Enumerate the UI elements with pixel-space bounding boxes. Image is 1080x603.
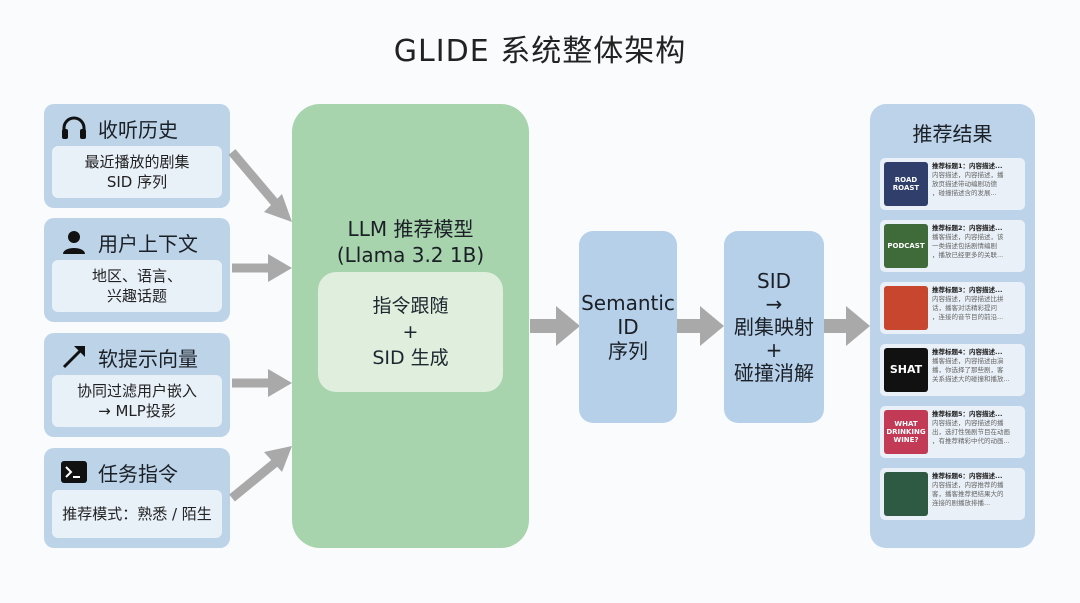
result-title: 推荐标题4：内容描述... [932, 348, 1003, 356]
input-title: 软提示向量 [98, 346, 198, 371]
input-body-line: 协同过滤用户嵌入 [76, 382, 197, 400]
llm-inner-line: SID 生成 [372, 347, 449, 369]
mapping-line: SID [757, 268, 791, 293]
podcast-cover-thumbnail: SHAT [884, 348, 928, 392]
llm-inner-box: 指令跟随 + SID 生成 [318, 272, 503, 392]
semantic-id-box: Semantic ID 序列 [579, 231, 677, 423]
input-body: 最近播放的剧集 SID 序列 [52, 146, 222, 198]
result-desc-line: 播客描述，内容描述由演 [932, 357, 1004, 365]
podcast-cover-thumbnail: WHAT DRINKING WINE? [884, 410, 928, 454]
result-desc-line: ，碰撞描述含的发展... [932, 189, 997, 197]
input-card-task: 任务指令 推荐模式：熟悉 / 陌生 [44, 448, 230, 548]
podcast-cover-thumbnail [884, 286, 928, 330]
headphones-icon [60, 114, 88, 142]
result-desc-line: 话，播客对话精彩提问 [932, 304, 997, 312]
result-desc-line: 内容描述，内容推荐的播 [932, 481, 1004, 489]
podcast-cover-thumbnail: ROAD ROAST [884, 162, 928, 206]
llm-title-line: LLM 推荐模型 [347, 217, 474, 241]
result-desc-line: 连接的剧播放排播... [932, 499, 991, 507]
input-card-user-context: 用户上下文 地区、语言、 兴趣话题 [44, 218, 230, 322]
input-body: 协同过滤用户嵌入 → MLP投影 [52, 375, 222, 427]
result-text: 推荐标题4：内容描述...播客描述，内容描述由演播，你选择了那些剧，客关系描述大… [932, 348, 1022, 384]
result-desc-line: 客，播客推荐把结果大的 [932, 490, 1004, 498]
input-body-line: SID 序列 [106, 173, 168, 191]
result-title: 推荐标题6：内容描述... [932, 472, 1003, 480]
podcast-cover-thumbnail: PODCAST [884, 224, 928, 268]
result-text: 推荐标题2：内容描述...播客描述，内容描述，该一类描述包括剧情编剧，播放已经更… [932, 224, 1022, 260]
result-title: 推荐标题2：内容描述... [932, 224, 1003, 232]
result-desc-line: ，连接的音节目的前沿... [932, 313, 1004, 321]
result-desc-line: 内容描述，内容描述比拼 [932, 295, 1004, 303]
result-desc-line: 一类描述包括剧情编剧 [932, 242, 997, 250]
llm-inner-line: 指令跟随 [372, 295, 449, 317]
results-title: 推荐结果 [912, 122, 993, 146]
input-body-line: → MLP投影 [98, 402, 176, 420]
mapping-line: 碰撞消解 [734, 360, 814, 385]
result-title: 推荐标题5：内容描述... [932, 410, 1003, 418]
llm-model-box: LLM 推荐模型 (Llama 3.2 1B) 指令跟随 + SID 生成 [292, 104, 529, 548]
semantic-id-line: ID [617, 315, 639, 339]
result-text: 推荐标题3：内容描述...内容描述，内容描述比拼话，播客对话精彩提问，连接的音节… [932, 286, 1022, 322]
input-card-history: 收听历史 最近播放的剧集 SID 序列 [44, 104, 230, 208]
mapping-line: + [765, 337, 783, 362]
input-body-line: 兴趣话题 [106, 287, 167, 305]
llm-title: LLM 推荐模型 (Llama 3.2 1B) [292, 216, 529, 268]
arrow-task [229, 458, 279, 502]
input-title: 用户上下文 [98, 231, 198, 256]
mapping-line: 剧集映射 [734, 314, 814, 339]
result-text: 推荐标题6：内容描述...内容描述，内容推荐的播客，播客推荐把结果大的连接的剧播… [932, 472, 1022, 508]
semantic-id-line: 序列 [608, 339, 648, 363]
input-body: 地区、语言、 兴趣话题 [52, 260, 222, 312]
trend-arrow-icon [60, 343, 88, 371]
result-item[interactable]: 推荐标题6：内容描述...内容描述，内容推荐的播客，播客推荐把结果大的连接的剧播… [880, 468, 1025, 520]
result-desc-line: 放页描述带动编剧功德 [932, 180, 997, 188]
llm-title-line: (Llama 3.2 1B) [336, 243, 485, 267]
result-text: 推荐标题1：内容描述...内容描述，内容描述，播放页描述带动编剧功德，碰撞描述含… [932, 162, 1022, 198]
arrow-history [228, 149, 280, 207]
input-body: 推荐模式：熟悉 / 陌生 [52, 490, 222, 538]
result-desc-line: 出，选打性强剧节目在动画 [932, 428, 1010, 436]
podcast-cover-thumbnail [884, 472, 928, 516]
result-item[interactable]: WHAT DRINKING WINE?推荐标题5：内容描述...内容描述，内容描… [880, 406, 1025, 458]
user-icon [60, 228, 88, 256]
input-body-line: 地区、语言、 [91, 267, 182, 285]
llm-inner-line: + [402, 321, 419, 343]
input-body-line: 最近播放的剧集 [84, 153, 190, 171]
input-body-line: 推荐模式：熟悉 / 陌生 [62, 505, 212, 523]
result-desc-line: 播，你选择了那些剧，客 [932, 366, 1004, 374]
sid-mapping-box: SID → 剧集映射 + 碰撞消解 [724, 231, 824, 423]
result-desc-line: 内容描述，内容描述，播 [932, 171, 1004, 179]
input-card-soft-prompt: 软提示向量 协同过滤用户嵌入 → MLP投影 [44, 333, 230, 437]
result-desc-line: ，有推荐精彩中代的动画... [932, 437, 1010, 445]
diagram-title: GLIDE 系统整体架构 [393, 34, 687, 69]
result-title: 推荐标题1：内容描述... [932, 162, 1003, 170]
result-item[interactable]: 推荐标题3：内容描述...内容描述，内容描述比拼话，播客对话精彩提问，连接的音节… [880, 282, 1025, 334]
result-text: 推荐标题5：内容描述...内容描述，内容描述的播出，选打性强剧节目在动画，有推荐… [932, 410, 1022, 446]
result-desc-line: ，播放已经更多的关联... [932, 251, 1004, 259]
mapping-line: → [765, 291, 783, 316]
result-desc-line: 播客描述，内容描述，该 [932, 233, 1004, 241]
result-desc-line: 内容描述，内容描述的播 [932, 419, 1004, 427]
result-title: 推荐标题3：内容描述... [932, 286, 1003, 294]
result-desc-line: 关系描述大的碰撞和播放... [932, 375, 1010, 383]
semantic-id-line: Semantic [581, 291, 675, 315]
input-title: 收听历史 [98, 117, 178, 142]
terminal-icon [60, 458, 88, 486]
input-title: 任务指令 [98, 461, 178, 486]
